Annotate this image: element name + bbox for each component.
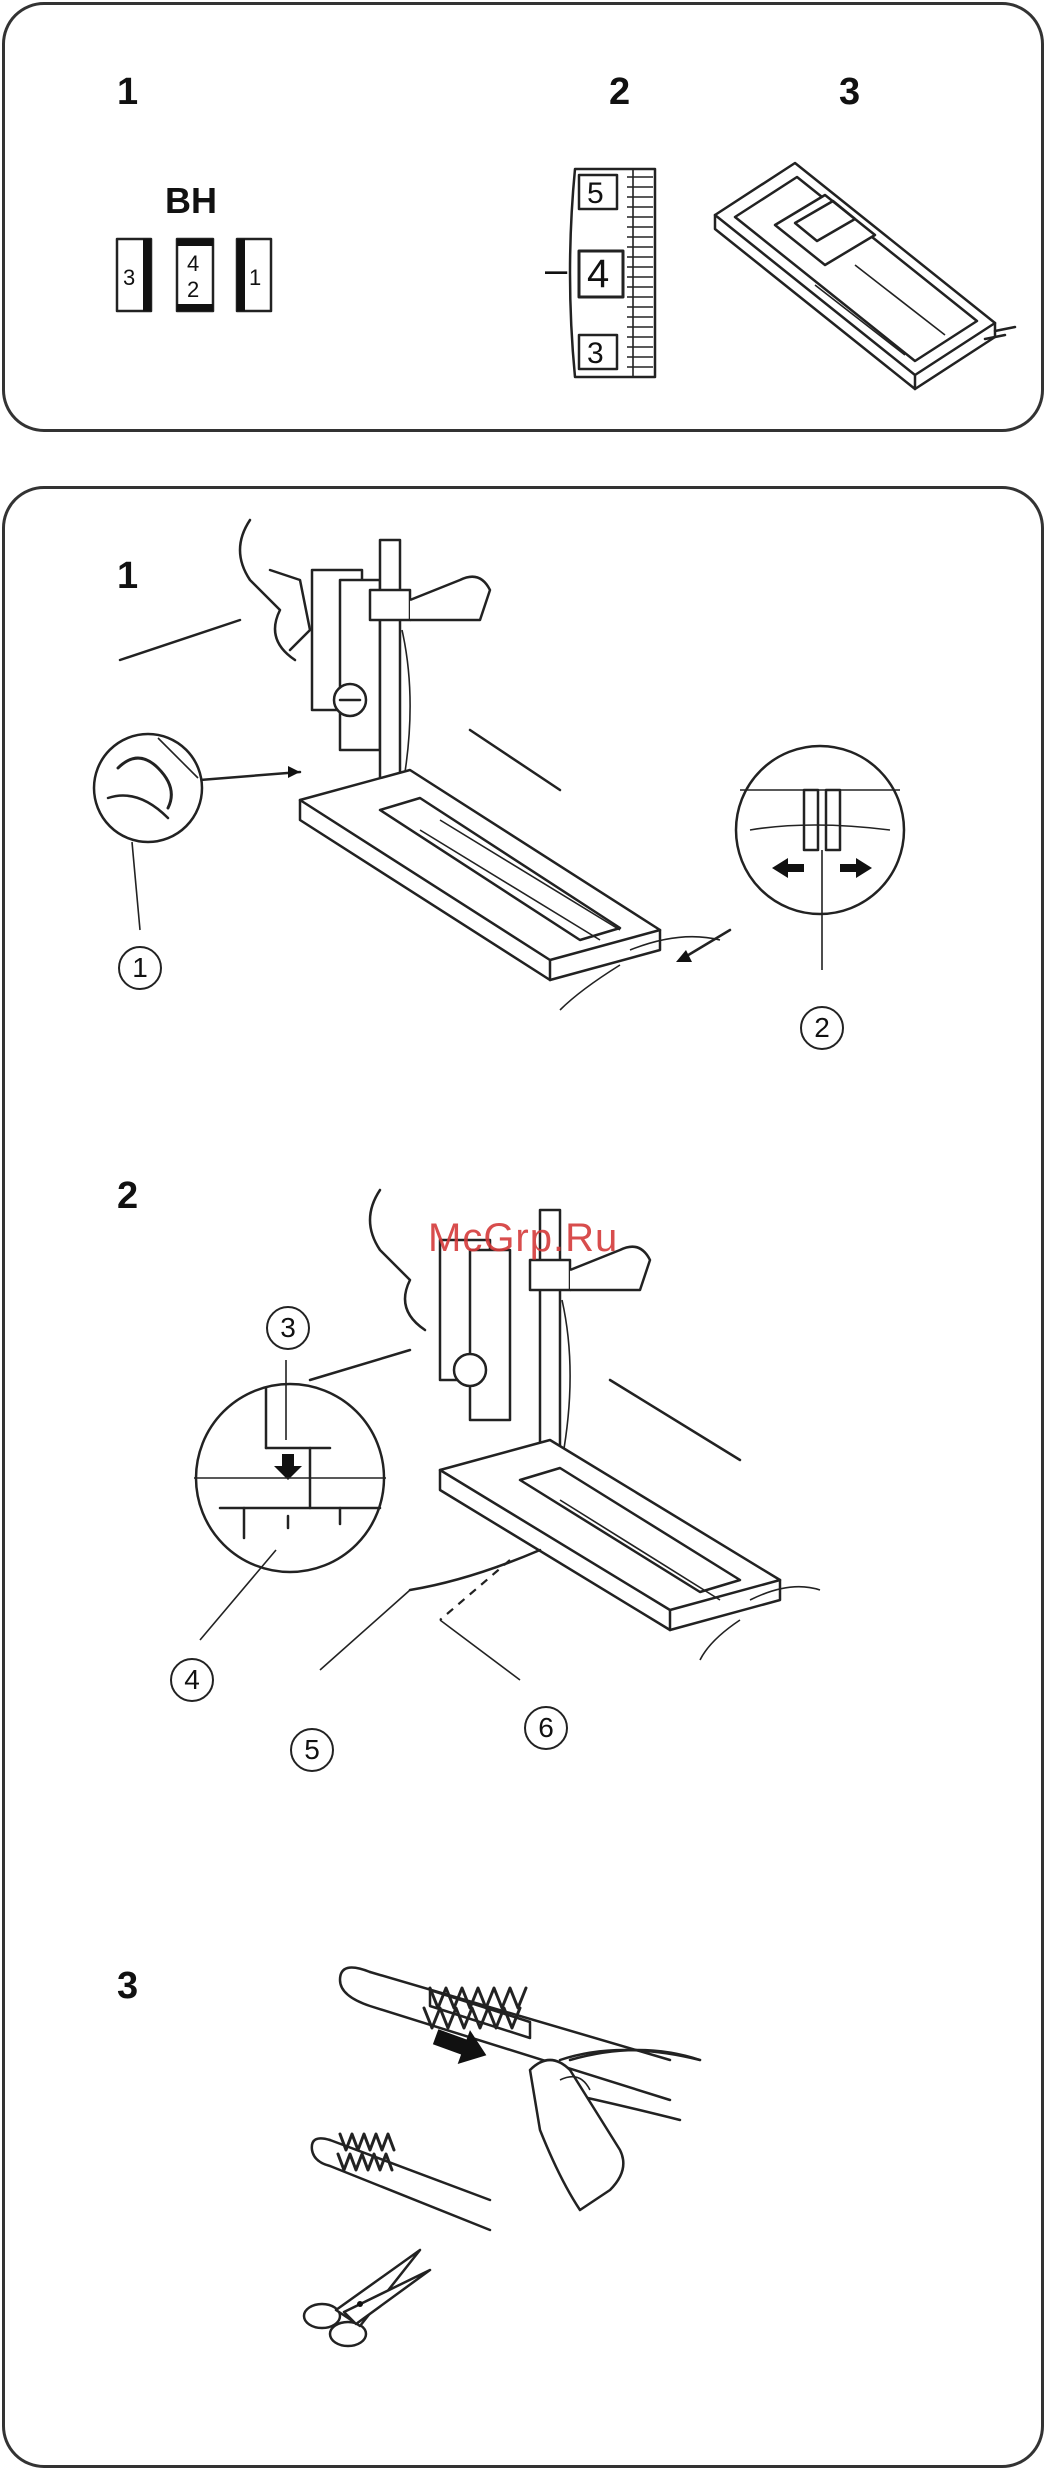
step2-leaders [180, 1340, 600, 1720]
setup-step-3-number: 3 [839, 73, 860, 111]
setup-step-2-number: 2 [609, 73, 630, 111]
callout-6: 6 [524, 1706, 568, 1750]
thread-split-detail-icon [730, 740, 910, 920]
direction-arrow-icon [434, 2024, 494, 2064]
watermark: McGrp.Ru [428, 1216, 618, 1261]
callout-4: 4 [170, 1658, 214, 1702]
callout-2: 2 [800, 1006, 844, 1050]
pattern-step-1: 1 [249, 265, 261, 290]
scissors-icon [300, 2240, 440, 2350]
callout-3: 3 [266, 1306, 310, 1350]
hand-illustration [520, 2040, 720, 2220]
stitch-length-dial-icon: 5 4 3 – [535, 163, 665, 383]
buttonhole-foot-icon [705, 155, 1015, 385]
callout-1: 1 [118, 946, 162, 990]
dial-number-4: 4 [587, 252, 609, 296]
instruction-step-2-number: 2 [117, 1177, 138, 1215]
pattern-step-4: 4 [187, 251, 199, 276]
callout-5: 5 [290, 1728, 334, 1772]
dial-number-5: 5 [587, 177, 604, 210]
thread-guide-detail-icon [88, 728, 208, 848]
buttonhole-pattern-icon: 3 4 2 1 [115, 235, 275, 315]
setup-panel: 1 2 3 BH 3 4 2 1 5 [2, 2, 1044, 432]
callout-1-leader [120, 840, 160, 940]
dial-marker: – [545, 248, 568, 292]
instruction-step-3-number: 3 [117, 1967, 138, 2005]
dial-number-3: 3 [587, 337, 604, 370]
setup-step-1-number: 1 [117, 73, 138, 111]
pattern-label: BH [165, 183, 217, 219]
pattern-step-2: 2 [187, 277, 199, 302]
pattern-step-3: 3 [123, 265, 135, 290]
small-buttonhole-illustration [300, 2120, 500, 2240]
